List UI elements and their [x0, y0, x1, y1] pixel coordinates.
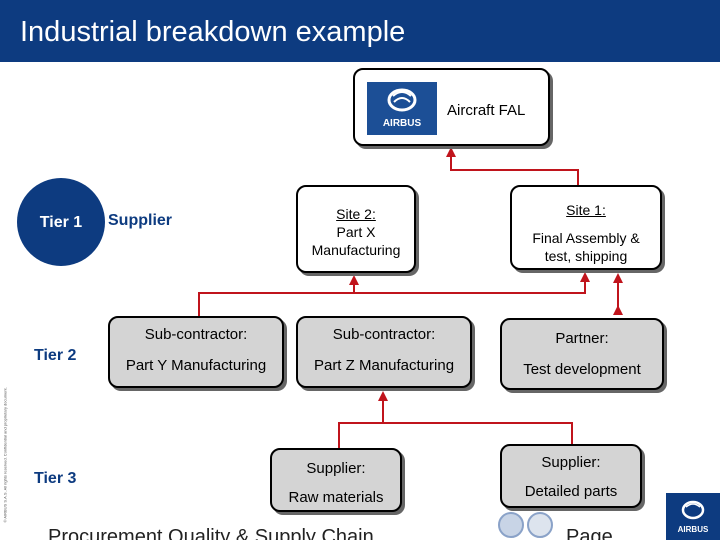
airbus-logo-icon: AIRBUS — [367, 82, 437, 135]
back-icon[interactable] — [527, 512, 553, 538]
connector-tier3-to-subz — [338, 391, 388, 448]
header-bar — [0, 0, 720, 62]
footer-text: Procurement Quality & Supply Chain — [48, 526, 374, 540]
tier3-label: Tier 3 — [34, 470, 77, 487]
partner-title: Partner: — [555, 330, 609, 347]
svg-text:AIRBUS: AIRBUS — [383, 118, 422, 129]
sub-y-desc: Part Y Manufacturing — [125, 357, 267, 374]
subcontractor-part-y-box: Sub-contractor: Part Y Manufacturing — [108, 316, 284, 388]
sub-y-title: Sub-contractor: — [144, 326, 248, 343]
aircraft-fal-box: AIRBUS Aircraft FAL — [353, 68, 550, 146]
raw-desc: Raw materials — [288, 489, 384, 506]
partner-desc: Test development — [523, 361, 641, 378]
footer-page: Page — [566, 526, 613, 540]
site2-box: Site 2: Part X Manufacturing — [296, 185, 416, 273]
sub-z-desc: Part Z Manufacturing — [313, 357, 455, 374]
connector-tier2-to-site1 — [354, 272, 590, 294]
tier2-label: Tier 2 — [34, 347, 77, 364]
partner-box: Partner: Test development — [500, 318, 664, 390]
connector-detailed-to-tier3 — [383, 422, 573, 444]
site2-line2: Manufacturing — [311, 242, 401, 258]
airbus-corner-logo-icon: AIRBUS — [666, 493, 720, 540]
site1-line2: test, shipping — [544, 248, 628, 264]
subcontractor-part-z-box: Sub-contractor: Part Z Manufacturing — [296, 316, 472, 388]
detailed-desc: Detailed parts — [524, 483, 618, 500]
home-icon[interactable] — [498, 512, 524, 538]
svg-text:AIRBUS: AIRBUS — [678, 525, 709, 534]
sub-z-title: Sub-contractor: — [332, 326, 436, 343]
detailed-title: Supplier: — [541, 454, 601, 471]
site1-box: Site 1: Final Assembly & test, shipping — [510, 185, 662, 270]
site1-line1: Final Assembly & — [532, 230, 640, 246]
site1-title: Site 1: — [566, 202, 606, 218]
supplier-detailed-parts-box: Supplier: Detailed parts — [500, 444, 642, 508]
tier1-badge — [17, 178, 105, 266]
tier1-role-label: Supplier — [108, 212, 173, 229]
connector-site1-to-fal — [446, 147, 579, 185]
connector-tier2-to-site2 — [198, 275, 359, 316]
site2-line1: Part X — [336, 224, 376, 240]
page-title: Industrial breakdown example — [20, 16, 406, 48]
site2-title: Site 2: — [336, 206, 376, 222]
aircraft-fal-label: Aircraft FAL — [447, 102, 526, 119]
tier1-label: Tier 1 — [39, 214, 83, 231]
copyright-notice: © AIRBUS S.A.S. All rights reserved. Con… — [2, 387, 8, 523]
supplier-raw-materials-box: Supplier: Raw materials — [270, 448, 402, 512]
raw-title: Supplier: — [306, 460, 366, 477]
